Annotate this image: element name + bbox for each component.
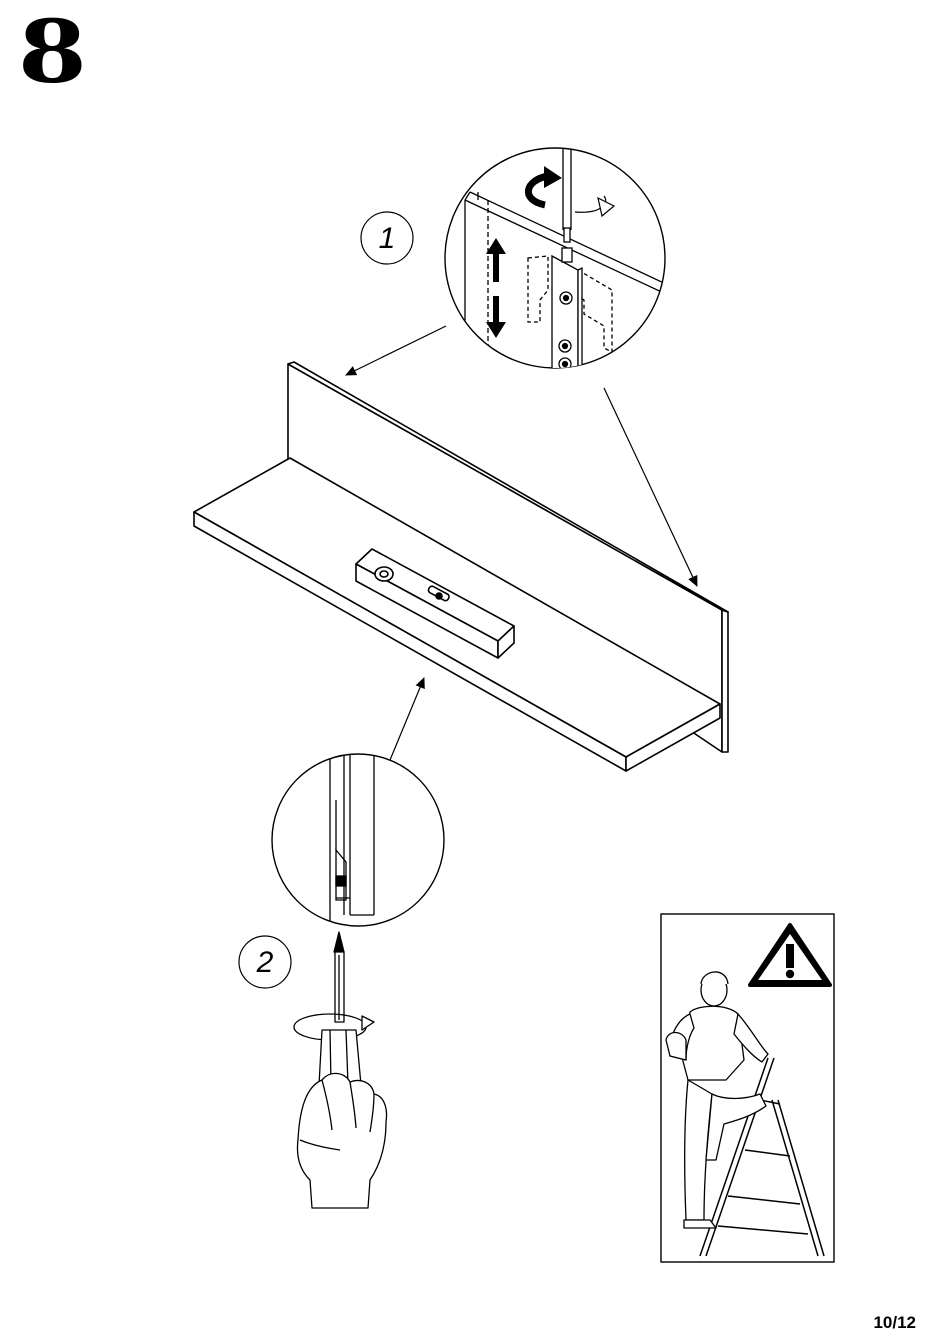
leader-arrow-bottom [390, 678, 424, 760]
callout-1: 1 [361, 212, 413, 264]
callout-2-label: 2 [256, 946, 274, 979]
page-number: 10/12 [873, 1313, 916, 1333]
callout-1-label: 1 [379, 222, 396, 255]
detail-wall-fixing [272, 750, 444, 930]
back-panel-edge [722, 610, 728, 752]
screwdriver-hand [294, 932, 387, 1208]
callout-2: 2 [239, 936, 291, 988]
safety-panel [661, 914, 834, 1262]
detail-bracket-adjust [445, 120, 700, 400]
leader-arrow-top-left [346, 326, 446, 375]
shelf-unit [194, 362, 728, 771]
